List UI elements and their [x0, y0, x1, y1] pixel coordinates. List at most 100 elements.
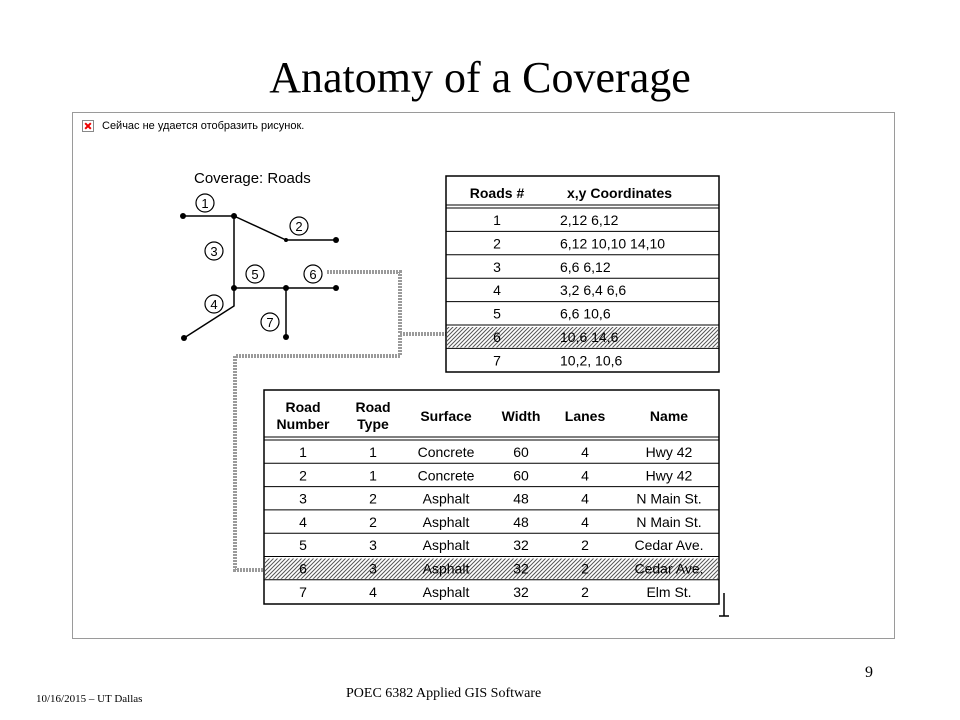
attr-cell: Asphalt [423, 514, 470, 530]
attr-cell: N Main St. [636, 514, 701, 530]
footer-date: 10/16/2015 – UT Dallas [36, 693, 143, 705]
attr-cell: Hwy 42 [646, 467, 693, 483]
attr-cell: Elm St. [646, 584, 691, 600]
road-label-6: 6 [303, 264, 323, 284]
coords-cell-road: 7 [493, 352, 501, 368]
attr-header-cell: Road [286, 399, 321, 415]
attr-cell: 1 [299, 444, 307, 460]
attr-cell: 1 [369, 467, 377, 483]
attr-cell: 4 [369, 584, 377, 600]
coverage-label: Coverage: Roads [194, 170, 311, 187]
footer-course: POEC 6382 Applied GIS Software [346, 686, 542, 701]
attr-cell: 4 [581, 491, 589, 507]
connector-lines [233, 270, 447, 572]
coords-cell-xy: 10,6 14,6 [560, 329, 619, 345]
attr-cell: 60 [513, 444, 529, 460]
slide-title: Anatomy of a Coverage [269, 53, 691, 102]
table-end-marker [719, 593, 729, 617]
page-number: 9 [865, 664, 873, 681]
node [333, 237, 339, 243]
svg-text:7: 7 [266, 315, 273, 330]
node [283, 334, 289, 340]
coords-cell-xy: 2,12 6,12 [560, 212, 619, 228]
svg-text:6: 6 [309, 267, 316, 282]
attr-cell: 48 [513, 514, 529, 530]
svg-text:5: 5 [251, 267, 258, 282]
svg-text:4: 4 [210, 297, 217, 312]
road-label-4: 4 [204, 294, 224, 314]
attr-cell: 3 [369, 537, 377, 553]
attr-cell: 4 [581, 467, 589, 483]
road-label-1: 1 [195, 193, 215, 213]
attr-cell: 4 [581, 444, 589, 460]
attr-cell: 4 [299, 514, 307, 530]
attr-header-cell: Road [356, 399, 391, 415]
node [231, 285, 237, 291]
attr-header-cell: Number [277, 416, 330, 432]
attr-cell: 6 [299, 561, 307, 577]
attr-cell: 2 [369, 491, 377, 507]
road-2-line [233, 215, 336, 241]
attr-cell: Concrete [418, 444, 475, 460]
coords-cell-xy: 6,6 10,6 [560, 306, 611, 322]
attr-header-cell: Type [357, 416, 389, 432]
node [284, 238, 288, 242]
coords-cell-xy: 6,12 10,10 14,10 [560, 235, 665, 251]
attr-cell: 3 [299, 491, 307, 507]
connector-to-coords [327, 270, 447, 336]
attr-cell: 2 [581, 537, 589, 553]
road-label-3: 3 [204, 241, 224, 261]
attr-cell: Asphalt [423, 537, 470, 553]
attr-cell: Cedar Ave. [634, 561, 703, 577]
node [283, 285, 289, 291]
attr-cell: Asphalt [423, 491, 470, 507]
attr-cell: Asphalt [423, 584, 470, 600]
road-labels: 1 2 3 4 5 6 7 [195, 193, 323, 332]
node [180, 213, 186, 219]
attr-cell: 3 [369, 561, 377, 577]
coords-cell-xy: 3,2 6,4 6,6 [560, 282, 626, 298]
attr-cell: 32 [513, 537, 529, 553]
attr-cell: 2 [299, 467, 307, 483]
road-label-2: 2 [289, 216, 309, 236]
attr-header-cell: Width [502, 408, 541, 424]
attr-cell: Hwy 42 [646, 444, 693, 460]
coords-cell-xy: 6,6 6,12 [560, 259, 611, 275]
coords-header-roads: Roads # [470, 185, 525, 201]
coords-cell-road: 3 [493, 259, 501, 275]
svg-text:2: 2 [295, 219, 302, 234]
broken-image-icon [82, 120, 94, 132]
attr-cell: 7 [299, 584, 307, 600]
node [181, 335, 187, 341]
coords-cell-road: 2 [493, 235, 501, 251]
attr-row-highlight [265, 558, 718, 579]
attr-cell: 32 [513, 561, 529, 577]
coords-header-xy: x,y Coordinates [567, 185, 672, 201]
coords-cell-road: 4 [493, 282, 501, 298]
attr-cell: 4 [581, 514, 589, 530]
attr-cell: 32 [513, 584, 529, 600]
attr-cell: 48 [513, 491, 529, 507]
attr-cell: Cedar Ave. [634, 537, 703, 553]
svg-text:1: 1 [201, 196, 208, 211]
road-nodes [180, 213, 339, 341]
coords-cell-road: 5 [493, 306, 501, 322]
attr-cell: 60 [513, 467, 529, 483]
connector-to-attributes [233, 332, 447, 572]
coords-cell-road: 6 [493, 329, 501, 345]
attr-cell: 2 [581, 584, 589, 600]
attr-cell: Concrete [418, 467, 475, 483]
coords-row-highlight [447, 327, 718, 348]
broken-image-text: Сейчас не удается отобразить рисунок. [102, 120, 305, 132]
coords-cell-xy: 10,2, 10,6 [560, 352, 622, 368]
node [231, 213, 237, 219]
coordinates-table: Roads # x,y Coordinates 1 2,12 6,12 2 6,12 … [445, 175, 720, 373]
road-label-5: 5 [245, 264, 265, 284]
attr-cell: 5 [299, 537, 307, 553]
broken-image-notice: Сейчас не удается отобразить рисунок. [82, 120, 304, 132]
attr-cell: 1 [369, 444, 377, 460]
coords-cell-road: 1 [493, 212, 501, 228]
attr-header-cell: Lanes [565, 408, 606, 424]
attr-cell: 2 [369, 514, 377, 530]
